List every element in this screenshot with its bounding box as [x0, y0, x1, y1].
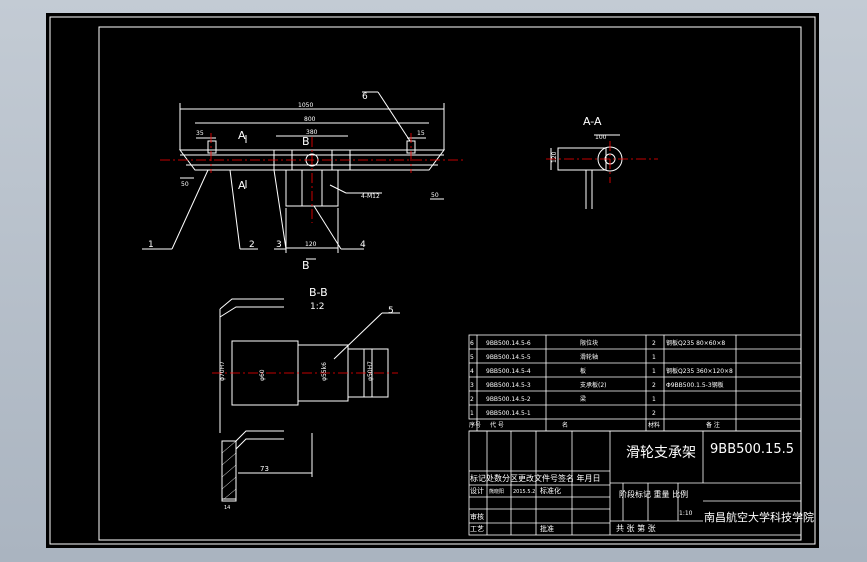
bom-cell-code: 9BB500.14.5-3	[486, 382, 531, 389]
title-row-labels: 标记处数分区更改文件号签名 年月日	[470, 473, 601, 483]
bom-cell-name: 滑轮轴	[580, 353, 598, 361]
label-approve: 批准	[540, 524, 554, 533]
label-process: 工艺	[470, 525, 484, 533]
label-design: 设计	[470, 486, 484, 495]
bom-cell-name: 梁	[580, 395, 586, 403]
section-bb-dim-73: 73	[260, 465, 269, 473]
dim-overall: 1050	[298, 102, 313, 109]
section-bb-dia-2: φ60	[259, 369, 266, 381]
section-aa-dim-100: 100	[595, 134, 607, 141]
drawing-viewport[interactable]: 1050 800 380 35 15 50 50 120 4-M12 A A B…	[46, 13, 819, 548]
dim-right-offset: 50	[431, 192, 439, 199]
bom-cell-qty: 2	[652, 340, 656, 347]
designer-name: 熊晓阳	[489, 488, 504, 495]
section-a-bottom: A	[238, 179, 246, 192]
drawing-number: 9BB500.15.5	[710, 442, 794, 457]
limit-block-left	[207, 140, 217, 154]
section-a-top: A	[238, 129, 246, 142]
main-view	[142, 91, 445, 260]
section-b-top: B	[302, 135, 310, 148]
bom-cell-name: 板	[580, 367, 586, 375]
balloon-3: 3	[276, 240, 282, 250]
section-aa-view	[550, 134, 623, 209]
bom-cell-seq: 4	[470, 368, 474, 375]
bom-cell-code: 9BB500.14.5-1	[486, 410, 531, 417]
bom-cell-qty: 1	[652, 396, 656, 403]
organization: 南昌航空大学科技学院	[704, 510, 814, 524]
bom-header-name: 名	[562, 421, 568, 429]
bom-cell-seq: 1	[470, 410, 474, 417]
section-bb-scale: 1:2	[310, 302, 324, 312]
dim-right-end: 15	[417, 130, 425, 137]
section-bb-dia-3: φ55k6	[321, 362, 328, 381]
sheet-count: 共 张 第 张	[616, 523, 656, 533]
bom-cell-code: 9BB500.14.5-6	[486, 340, 531, 347]
dim-center: 380	[306, 129, 318, 136]
section-bb-dia-1: φ70H7	[219, 361, 226, 381]
section-bb-hatch	[221, 440, 237, 500]
label-standardize: 标准化	[540, 486, 561, 495]
bom-cell-qty: 2	[652, 410, 656, 417]
part-name: 滑轮支承架	[626, 444, 696, 461]
bom-header-remark: 备 注	[706, 421, 720, 429]
section-b-bottom: B	[302, 259, 310, 272]
label-stage: 阶段标记 重量 比例	[619, 489, 688, 499]
bom-cell-seq: 3	[470, 382, 474, 389]
beam-outline	[179, 149, 445, 171]
balloon-1: 1	[148, 240, 154, 250]
bom-cell-qty: 1	[652, 354, 656, 361]
bom-cell-code: 9BB500.14.5-5	[486, 354, 531, 361]
centre-lines	[160, 133, 466, 223]
dim-left-offset: 50	[181, 181, 189, 188]
balloon-5: 5	[388, 306, 394, 316]
balloon-2: 2	[249, 240, 255, 250]
dim-plate-width: 120	[305, 241, 317, 248]
bom-cell-code: 9BB500.14.5-2	[486, 396, 531, 403]
bom-header-code: 代 号	[490, 421, 504, 429]
section-bb-title: B-B	[309, 286, 328, 299]
bom-header-material: 材料	[648, 421, 660, 429]
design-date: 2015.5.2	[513, 489, 535, 495]
bom-cell-code: 9BB500.14.5-4	[486, 368, 531, 375]
bom-header-seq: 序号	[469, 421, 481, 429]
drawing-scale: 1:10	[679, 510, 693, 517]
bom-cell-material: 钢板Q235 360×120×8	[666, 367, 733, 375]
hole-callout: 4-M12	[361, 193, 380, 200]
balloon-4: 4	[360, 240, 366, 250]
bom-cell-material: 钢板Q235 80×60×8	[666, 339, 725, 347]
section-bb-view	[219, 298, 400, 502]
section-aa-dim-120: 120	[551, 151, 558, 163]
drawing-canvas: 1050 800 380 35 15 50 50 120 4-M12 A A B…	[49, 16, 816, 545]
section-bb-dim-14: 14	[224, 505, 230, 511]
bom-cell-qty: 2	[652, 382, 656, 389]
dim-left-end: 35	[196, 130, 204, 137]
balloon-6: 6	[362, 92, 368, 102]
section-bb-dia-4: φ50H7	[367, 361, 374, 381]
bom-cell-seq: 6	[470, 340, 474, 347]
inner-frame	[98, 26, 802, 541]
bom-cell-name: 支承板(2)	[580, 381, 607, 389]
outer-frame	[49, 16, 816, 545]
bom-cell-material: Φ9BB500.1.5-3钢板	[666, 381, 724, 389]
dim-inner: 800	[304, 116, 316, 123]
label-review: 审核	[470, 512, 484, 521]
title-block	[468, 430, 802, 536]
bom-cell-qty: 1	[652, 368, 656, 375]
bom-cell-seq: 5	[470, 354, 474, 361]
bom-cell-name: 限位块	[580, 339, 598, 347]
bom-table	[468, 334, 802, 432]
section-aa-title: A-A	[583, 115, 602, 128]
bom-cell-seq: 2	[470, 396, 474, 403]
